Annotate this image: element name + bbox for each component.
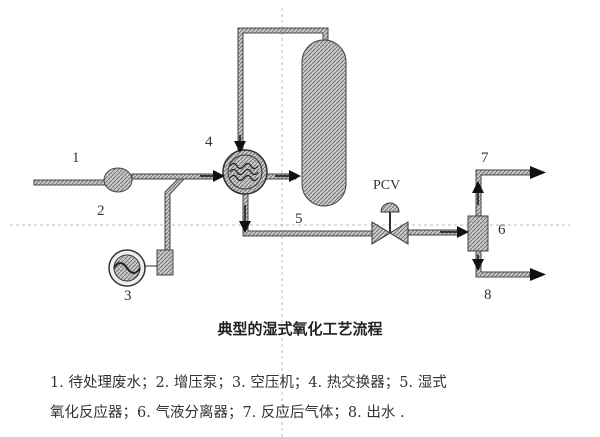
legend: 1. 待处理废水；2. 增压泵；3. 空压机；4. 热交换器；5. 湿式 氧化反…	[50, 368, 570, 428]
air-pipe	[164, 178, 186, 251]
legend-line-1: 1. 待处理废水；2. 增压泵；3. 空压机；4. 热交换器；5. 湿式	[50, 375, 447, 391]
gas-liquid-separator	[467, 215, 489, 252]
gas-out-arrow-icon	[530, 166, 546, 179]
legend-line-2: 氧化反应器；6. 气液分离器；7. 反应后气体；8. 出水 .	[50, 405, 405, 421]
label-pcv: PCV	[373, 178, 401, 193]
heat-exchanger	[222, 149, 268, 195]
label-7: 7	[481, 150, 489, 166]
wet-oxidation-reactor	[301, 39, 347, 207]
water-outlet-pipe	[475, 250, 531, 278]
gas-outlet-pipe	[475, 169, 531, 217]
diagram-title: 典型的湿式氧化工艺流程	[217, 320, 383, 338]
label-8: 8	[484, 287, 492, 303]
label-4: 4	[205, 134, 213, 150]
label-2: 2	[97, 203, 105, 219]
booster-pump	[103, 167, 133, 193]
compressor-box	[156, 249, 174, 276]
water-out-arrow-icon	[530, 268, 546, 281]
air-compressor	[108, 249, 157, 287]
label-6: 6	[498, 222, 506, 238]
inlet-pipe	[33, 179, 107, 186]
label-1: 1	[72, 150, 80, 166]
label-3: 3	[124, 288, 132, 304]
pressure-control-valve	[371, 202, 409, 245]
label-5: 5	[295, 211, 303, 227]
